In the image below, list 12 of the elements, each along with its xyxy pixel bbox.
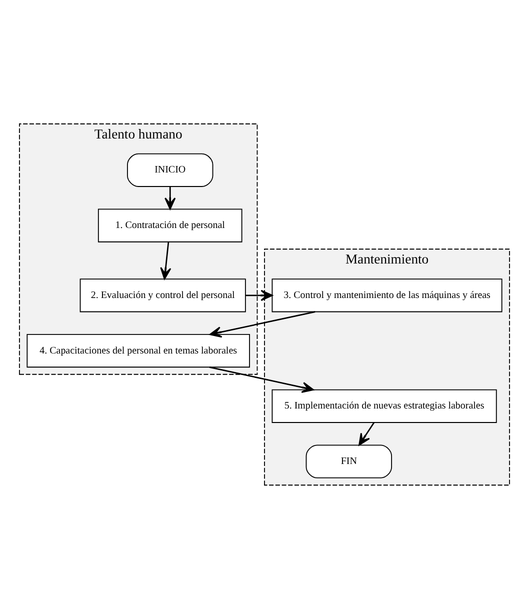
node-box: 2. Evaluación y control del personal <box>80 278 246 312</box>
node-box: 3. Control y mantenimiento de las máquinas y áreas <box>272 278 502 312</box>
arrow <box>209 310 316 338</box>
arrow <box>358 422 375 446</box>
arrow <box>160 241 172 280</box>
node-box: 4. Capacitaciones del personal en temas laborales <box>26 334 250 368</box>
node-box: 5. Implementación de nuevas estrategias laborales <box>272 388 497 422</box>
node-box: 1. Contratación de personal <box>98 208 242 242</box>
node-box: FIN <box>306 444 392 478</box>
arrow <box>246 289 273 300</box>
arrow <box>164 186 176 210</box>
node-box: INICIO <box>127 152 214 186</box>
